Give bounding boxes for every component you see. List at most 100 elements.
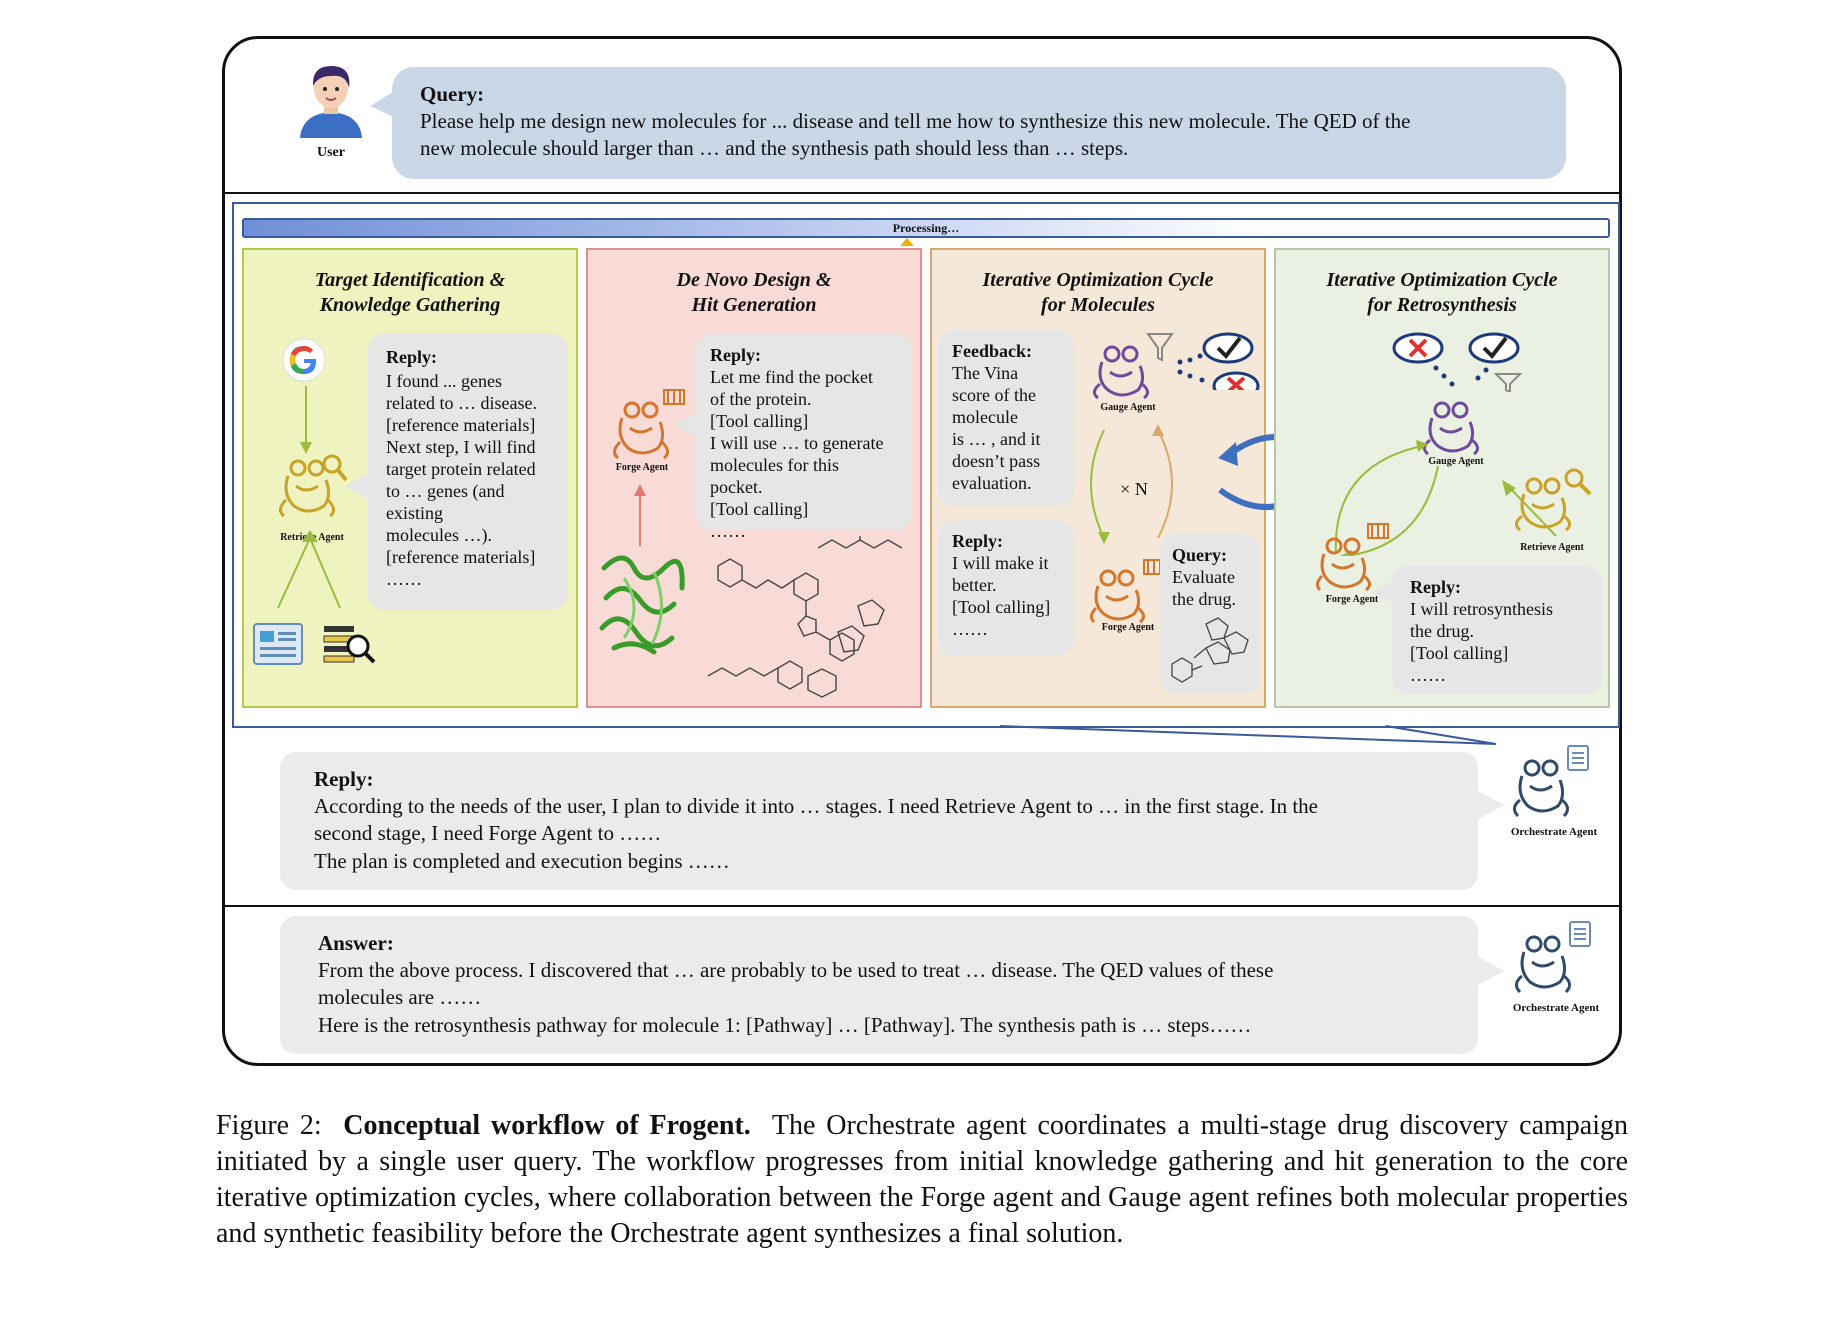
feedback-line: is … , and it (952, 429, 1041, 449)
protein-structure-icon (599, 555, 685, 655)
stage1-reply-bubble: Reply: I found ... genes related to … di… (368, 334, 568, 610)
protein-to-forge-arrow (634, 484, 646, 546)
answer-line-1: From the above process. I discovered tha… (318, 958, 1274, 982)
feedback-line: molecule (952, 407, 1018, 427)
retrieve-agent-frog-icon (279, 454, 348, 518)
processing-marker-icon (900, 238, 914, 246)
candidate-molecule-icon (1171, 617, 1249, 683)
feedback-line: The Vina (952, 363, 1019, 383)
stage3-query-title: Query: (1172, 545, 1227, 565)
answer-bubble: Answer: From the above process. I discov… (280, 916, 1478, 1054)
stage2-bubble-tail (674, 412, 698, 438)
stage4-reply-title: Reply: (1410, 577, 1461, 597)
stage-de-novo-design: De Novo Design & Hit Generation Forge Ag… (586, 248, 922, 708)
stage4-retrieve-agent-frog-icon (1515, 468, 1592, 532)
stage4-reply-bubble: Reply: I will retrosynthesis the drug. [… (1392, 566, 1602, 694)
user-icon (300, 66, 362, 138)
stage1-reply-line: target protein related (386, 459, 536, 479)
answer-line-2: molecules are …… (318, 985, 482, 1009)
stage-retrosynthesis-optimization: Iterative Optimization Cycle for Retrosy… (1274, 248, 1610, 708)
stage2-reply-title: Reply: (710, 345, 761, 365)
stage3-query-text: Evaluate the drug. (1172, 566, 1236, 610)
stage-target-identification: Target Identification & Knowledge Gather… (242, 248, 578, 708)
stage2-reply-line: [Tool calling] (710, 411, 809, 431)
stage4-forge-agent-label: Forge Agent (1325, 594, 1379, 605)
plan-reply-line-3: The plan is completed and execution begi… (314, 849, 730, 873)
stage1-reply-line: to … genes (and (386, 481, 505, 501)
user-query-bubble: Query: Please help me design new molecul… (392, 67, 1566, 179)
forge-gauge-cycle-arrows (1090, 424, 1173, 544)
processing-panel (232, 202, 1620, 728)
stage1-reply-text: I found ... genes related to … disease. … (386, 370, 537, 590)
feedback-line: score of the (952, 385, 1036, 405)
feedback-bubble: Feedback: The Vina score of the molecule… (938, 330, 1074, 506)
plan-reply-line-2: second stage, I need Forge Agent to …… (314, 821, 662, 845)
divider-bottom (224, 905, 1620, 907)
stage2-reply-line: pocket. (710, 477, 763, 497)
iteration-count-label: × N (1120, 479, 1148, 499)
stage3-gauge-agent-label: Gauge Agent (1100, 402, 1156, 413)
query-line-2: new molecule should larger than … and th… (420, 136, 1129, 160)
user-label: User (317, 145, 345, 160)
answer-orchestrate-agent-label: Orchestrate Agent (1512, 1002, 1600, 1014)
stage3-reply-line: …… (952, 619, 988, 639)
stage1-reply-line: Next step, I will find (386, 437, 536, 457)
answer-title: Answer: (318, 931, 394, 955)
caption-bold-title: Conceptual workflow of Frogent. (343, 1110, 751, 1141)
answer-orchestrate-agent-frog-icon (1515, 921, 1591, 994)
stage3-reply-line: [Tool calling] (952, 597, 1051, 617)
pass-cloud-icon (1202, 332, 1254, 364)
stage4-title-2: for Retrosynthesis (1367, 294, 1517, 316)
stage3-reply-text: I will make it better. [Tool calling] …… (952, 552, 1050, 640)
stage2-forge-agent-label: Forge Agent (615, 462, 669, 473)
caption-text: The Orchestrate agent coordinates a mult… (216, 1110, 1628, 1249)
orchestrate-agent-frog-icon (1513, 745, 1589, 818)
google-to-retrieve-arrow (300, 386, 312, 454)
feedback-line: evaluation. (952, 473, 1032, 493)
stage1-reply-line: [reference materials] (386, 415, 536, 435)
stage2-reply-line: …… (710, 521, 746, 541)
stage3-reply-line: I will make it (952, 553, 1049, 573)
document-database-icon (253, 623, 303, 665)
divider-top (224, 192, 1620, 194)
stage3-query-bubble: Query: Evaluate the drug. (1160, 534, 1260, 694)
stage2-reply-line: Let me find the pocket (710, 367, 873, 387)
stage1-reply-line: …… (386, 569, 422, 589)
processing-bar: Processing… (242, 218, 1610, 238)
plan-bubble-tail (1476, 790, 1504, 820)
workflow-frame (222, 36, 1622, 1066)
stage4-gauge-agent-label: Gauge Agent (1428, 456, 1484, 467)
stage3-query-line: the drug. (1172, 589, 1236, 609)
feedback-line: doesn’t pass (952, 451, 1041, 471)
evaluation-results-icon (1146, 332, 1260, 390)
stage2-reply-line: I will use … to generate (710, 433, 884, 453)
stage2-reply-bubble: Reply: Let me find the pocket of the pro… (696, 334, 912, 541)
query-line-1: Please help me design new molecules for … (420, 109, 1411, 133)
stage1-reply-line: related to … disease. (386, 393, 537, 413)
fail-cloud-icon (1212, 371, 1260, 390)
stage4-gauge-agent-frog-icon (1423, 401, 1479, 456)
query-title: Query: (420, 82, 485, 106)
google-icon (282, 338, 326, 382)
feedback-title: Feedback: (952, 341, 1032, 361)
stage1-title-2: Knowledge Gathering (319, 294, 501, 316)
stage1-title-1: Target Identification & (314, 269, 506, 291)
caption-prefix: Figure 2: (216, 1110, 322, 1141)
query-bubble-tail (370, 90, 396, 118)
answer-line-3: Here is the retrosynthesis pathway for m… (318, 1013, 1252, 1037)
plan-reply-title: Reply: (314, 767, 374, 791)
retrosynthesis-results-icon (1392, 332, 1523, 392)
data-search-icon (323, 626, 376, 664)
stage2-title-2: Hit Generation (691, 294, 817, 316)
feedback-text: The Vina score of the molecule is … , an… (952, 362, 1041, 494)
stage1-reply-line: [reference materials] (386, 547, 536, 567)
stage2-reply-line: [Tool calling] (710, 499, 809, 519)
stage1-bubble-tail (344, 472, 370, 500)
stage1-reply-line: molecules …). (386, 525, 492, 545)
stage4-reply-line: the drug. (1410, 621, 1474, 641)
stage4-reply-line: …… (1410, 665, 1446, 685)
gauge-agent-frog-icon (1093, 345, 1149, 400)
stage2-reply-text: Let me find the pocket of the protein. [… (710, 366, 883, 542)
stage4-bubble-tail (1372, 580, 1394, 604)
filter-icon (1146, 333, 1174, 362)
